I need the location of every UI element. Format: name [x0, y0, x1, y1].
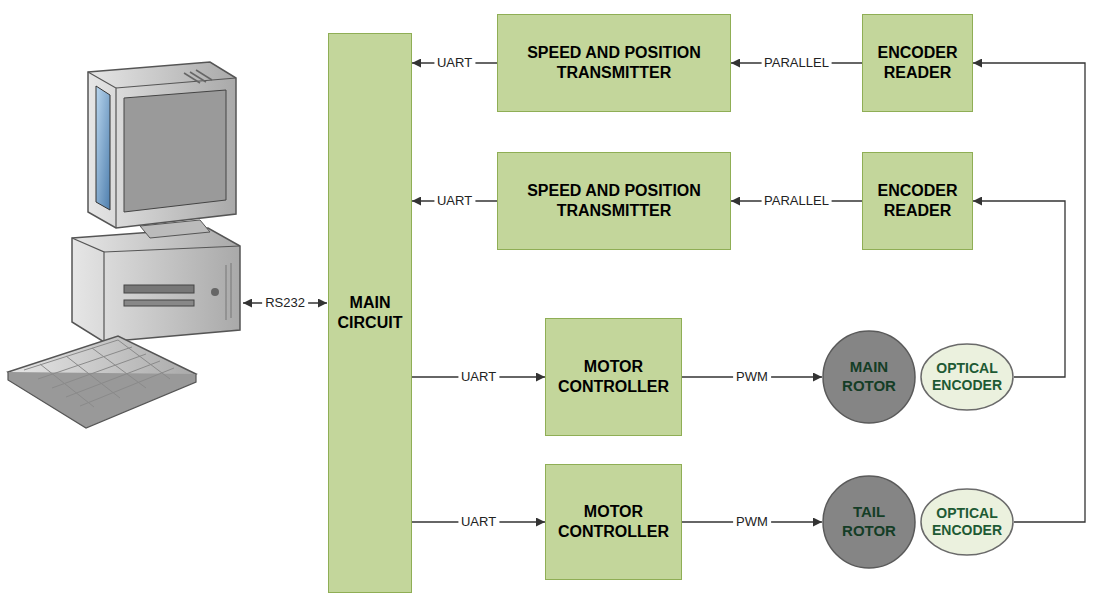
signal-name: PWM [733, 370, 771, 384]
node-label: ENCODER READER [868, 181, 967, 221]
ellipse-shape [921, 344, 1013, 410]
node-label: SPEED AND POSITION TRANSMITTER [503, 181, 725, 221]
signal-name: PWM [733, 515, 771, 529]
circle-shape [823, 476, 915, 568]
signal-name: RS232 [262, 296, 308, 310]
signal-name: UART [458, 370, 499, 384]
ellipse-shape [921, 489, 1013, 555]
main-circuit-box: MAIN CIRCUIT [328, 33, 412, 593]
node-label: MOTOR CONTROLLER [551, 357, 676, 397]
circle-shape [823, 331, 915, 423]
node-label: SPEED AND POSITION TRANSMITTER [503, 43, 725, 83]
node-label: MAIN ROTOR [832, 358, 907, 396]
node-label: TAIL ROTOR [832, 503, 907, 541]
node-label: MAIN CIRCUIT [334, 293, 406, 333]
rotor-circle: TAIL ROTOR [822, 475, 916, 569]
node-label: OPTICAL ENCODER [930, 360, 1005, 395]
transmitter-box: SPEED AND POSITION TRANSMITTER [497, 14, 731, 112]
encoder-ellipse: OPTICAL ENCODER [920, 488, 1014, 556]
motor-controller-box: MOTOR CONTROLLER [545, 318, 682, 436]
encoder-reader-box: ENCODER READER [862, 152, 973, 250]
encoder-ellipse: OPTICAL ENCODER [920, 343, 1014, 411]
computer [8, 62, 240, 428]
signal-name: UART [458, 515, 499, 529]
node-label: OPTICAL ENCODER [930, 505, 1005, 540]
node-label: ENCODER READER [868, 43, 967, 83]
signal-name: UART [434, 56, 475, 70]
node-label: MOTOR CONTROLLER [551, 502, 676, 542]
encoder-reader-box: ENCODER READER [862, 14, 973, 112]
signal-name: PARALLEL [761, 56, 832, 70]
transmitter-box: SPEED AND POSITION TRANSMITTER [497, 152, 731, 250]
signal-name: UART [434, 194, 475, 208]
signal-name: PARALLEL [761, 194, 832, 208]
motor-controller-box: MOTOR CONTROLLER [545, 464, 682, 580]
rotor-circle: MAIN ROTOR [822, 330, 916, 424]
connector-arrow [973, 63, 1085, 522]
